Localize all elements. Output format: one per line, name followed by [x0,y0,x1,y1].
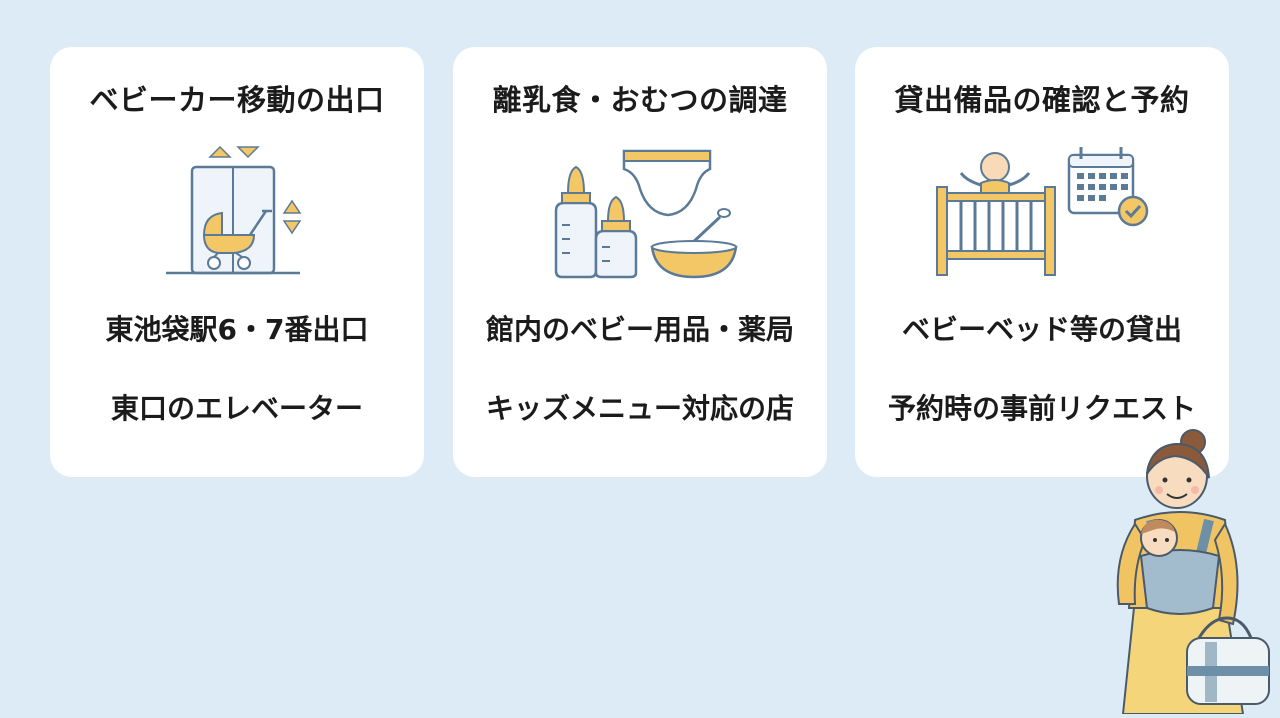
mother-with-baby-carrier-icon [1105,428,1275,718]
card-title: 離乳食・おむつの調達 [492,83,788,117]
bottles-diaper-bowl-icon [453,143,827,283]
card-stroller-exit: ベビーカー移動の出口 東池袋駅6・7番出口 東口のエレベーター [50,47,424,477]
card-line: ベビーベッド等の貸出 [901,313,1182,346]
elevator-stroller-icon [50,143,424,283]
card-rental-items: 貸出備品の確認と予約 [855,47,1229,477]
card-line: 予約時の事前リクエスト [887,392,1196,425]
card-line: 東口のエレベーター [110,392,363,425]
card-title: 貸出備品の確認と予約 [894,83,1190,117]
card-title: ベビーカー移動の出口 [89,83,385,117]
card-line: 東池袋駅6・7番出口 [105,313,369,346]
card-line: キッズメニュー対応の店 [485,392,794,425]
crib-calendar-icon [855,143,1229,283]
card-line: 館内のベビー用品・薬局 [485,313,794,346]
card-baby-food-diapers: 離乳食・おむつの調達 館内のベビー用品・薬局 キッズメニュー対応の [453,47,827,477]
